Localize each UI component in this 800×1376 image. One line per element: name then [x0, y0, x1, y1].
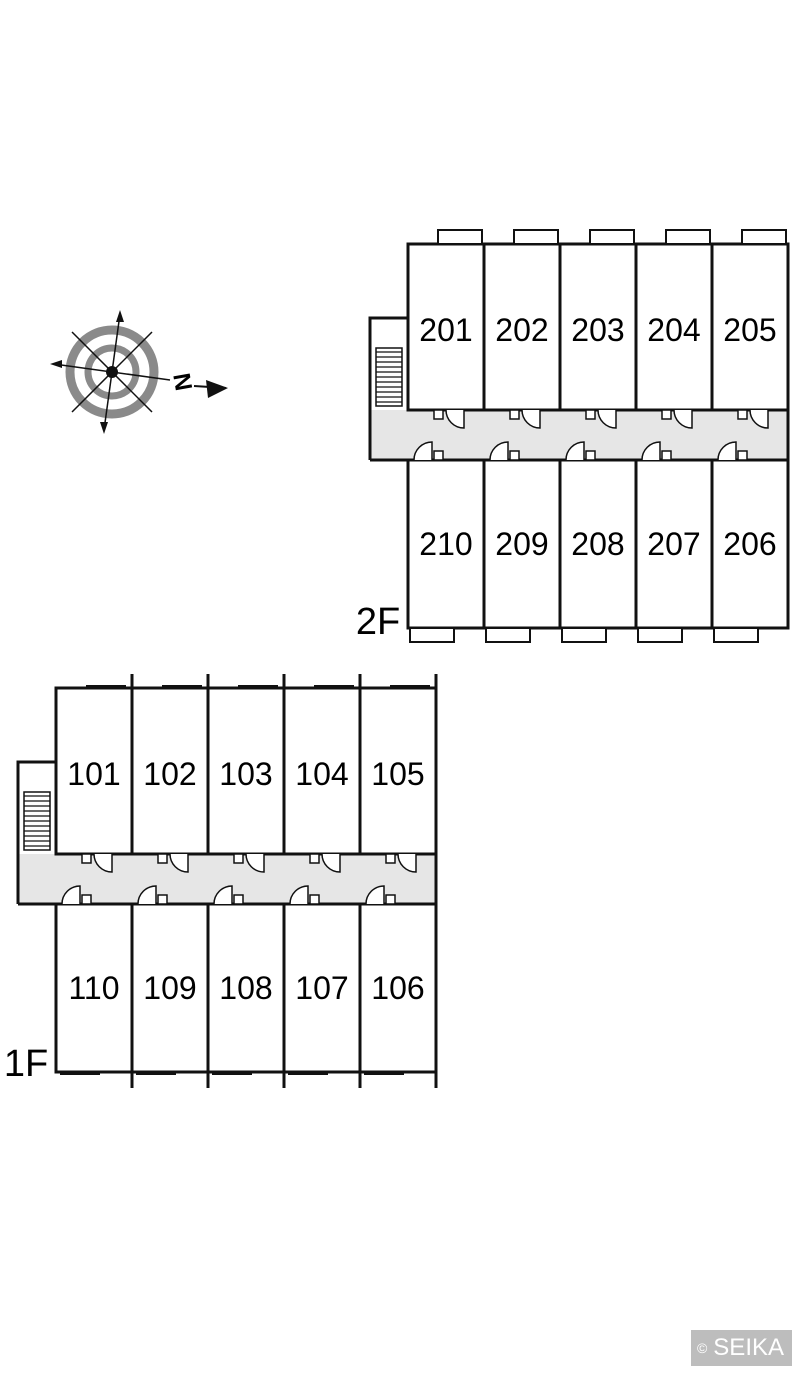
compass-arrow-top [116, 310, 124, 322]
compass-icon: N [50, 310, 228, 434]
room-number: 103 [219, 756, 272, 792]
door-icon [137, 885, 168, 905]
door-icon [661, 409, 693, 429]
room-number: 106 [371, 970, 424, 1006]
room-number: 107 [295, 970, 348, 1006]
room-number: 205 [723, 312, 776, 348]
balcony [513, 229, 559, 245]
compass-arrow-bottom [100, 422, 108, 434]
north-letter: N [167, 371, 197, 393]
compass-outer-ring [65, 325, 159, 419]
door-icon [737, 409, 769, 429]
floor-1f-plan: 101 102 103 104 105 110 109 108 107 106 1F [4, 674, 438, 1088]
floor-2f-plan: 201 202 203 204 205 210 209 208 207 206 2F [356, 229, 790, 643]
copyright-text: SEIKA [713, 1334, 784, 1361]
balcony [437, 229, 483, 245]
compass-needles [53, 313, 171, 431]
room-number: 104 [295, 756, 348, 792]
door-icon [61, 885, 92, 905]
door-icon [289, 885, 320, 905]
room-number: 203 [571, 312, 624, 348]
door-icon [213, 885, 244, 905]
door-icon [641, 441, 672, 461]
room-number: 202 [495, 312, 548, 348]
balcony [713, 627, 759, 643]
door-icon [157, 853, 189, 873]
door-icon [233, 853, 265, 873]
door-icon [509, 409, 541, 429]
room-number: 207 [647, 526, 700, 562]
north-arrow-icon [206, 380, 228, 398]
room-number: 109 [143, 970, 196, 1006]
balcony [741, 229, 787, 245]
door-icon [489, 441, 520, 461]
balcony [561, 627, 607, 643]
staircase [16, 760, 56, 904]
compass-inner-ring [84, 344, 140, 400]
floor-label: 1F [4, 1043, 48, 1085]
door-icon [365, 885, 396, 905]
room-number: 101 [67, 756, 120, 792]
balcony [637, 627, 683, 643]
room-number: 110 [68, 970, 119, 1006]
copyright-watermark: © SEIKA [690, 1330, 792, 1366]
room-number: 108 [219, 970, 272, 1006]
staircase [368, 316, 408, 460]
balcony [589, 229, 635, 245]
door-icon [385, 853, 417, 873]
room-number: 208 [571, 526, 624, 562]
copyright-icon: © [696, 1340, 708, 1356]
room-number: 201 [419, 312, 472, 348]
floor-label: 2F [356, 601, 400, 643]
balcony [485, 627, 531, 643]
room-number: 210 [419, 526, 472, 562]
balcony [665, 229, 711, 245]
door-icon [433, 409, 465, 429]
door-icon [309, 853, 341, 873]
door-icon [565, 441, 596, 461]
door-icon [717, 441, 748, 461]
room-number: 204 [647, 312, 700, 348]
room-number: 102 [143, 756, 196, 792]
room-number: 105 [371, 756, 424, 792]
room-number: 209 [495, 526, 548, 562]
compass-arrow-left [50, 360, 62, 368]
balcony [409, 627, 455, 643]
room-number: 206 [723, 526, 776, 562]
door-icon [585, 409, 617, 429]
door-icon [81, 853, 113, 873]
door-icon [413, 441, 444, 461]
